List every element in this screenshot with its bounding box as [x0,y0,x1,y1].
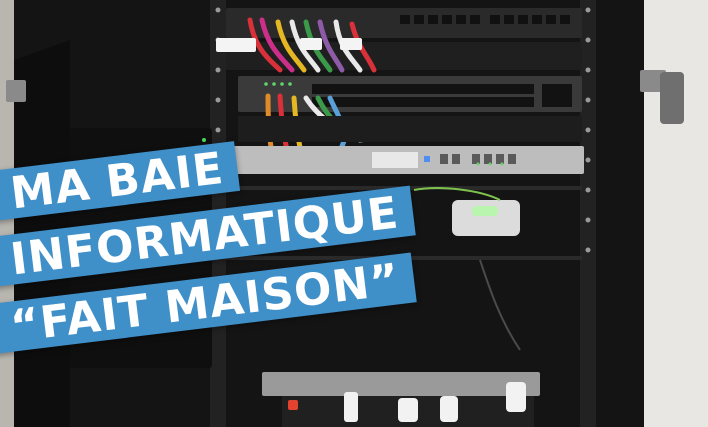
power-strip-icon [262,372,540,396]
hinge-icon [640,70,666,92]
door-handle-icon [660,72,684,124]
wall-right [640,0,708,427]
patch-panel-icon [238,116,582,142]
hinge-icon [6,80,26,102]
router-device [452,200,520,236]
rack-rail-right [580,0,596,427]
